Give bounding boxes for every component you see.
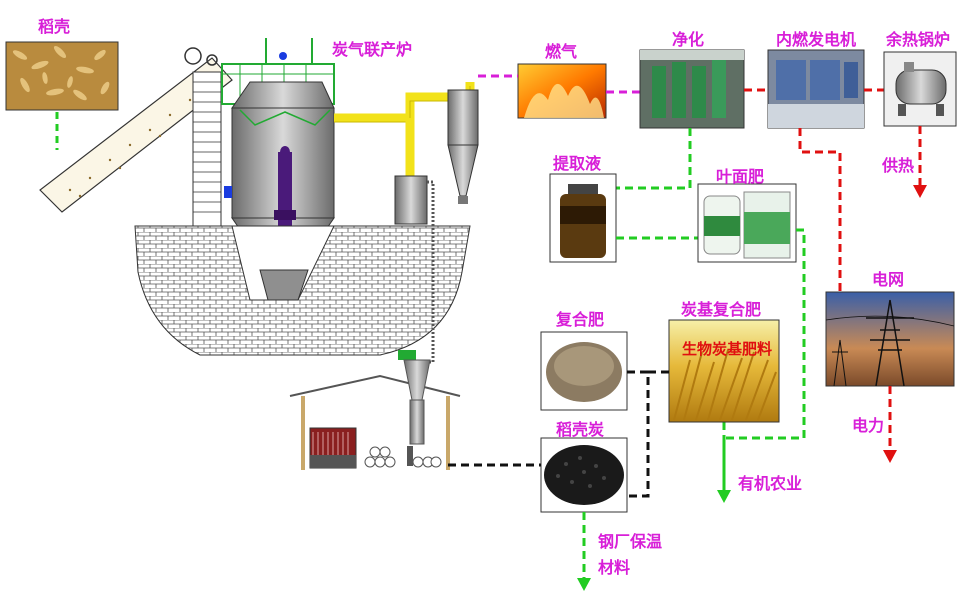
- extract-liquid-photo: [549, 173, 617, 263]
- extract-label: 提取液: [553, 154, 602, 173]
- steel-arrow-head: [577, 578, 591, 591]
- engine-label: 内燃发电机: [776, 30, 857, 49]
- ash-hopper: [259, 269, 309, 301]
- compound-fertilizer-photo: [540, 331, 628, 411]
- husk-char-label: 稻壳炭: [556, 420, 605, 439]
- steel-label-line2: 材料: [598, 558, 631, 577]
- cyclone-separator: [447, 89, 479, 204]
- purify-label: 净化: [672, 30, 705, 49]
- compound-label: 复合肥: [556, 310, 605, 329]
- organic-label: 有机农业: [738, 474, 803, 493]
- engine-to-grid-link: [798, 128, 842, 292]
- char-discharge-pipe: [415, 180, 435, 364]
- cooling-tank: [394, 175, 428, 225]
- furnace-label: 炭气联产炉: [332, 40, 413, 59]
- heat-label: 供热: [882, 156, 915, 175]
- char-storage-shed: [289, 350, 461, 470]
- foliar-fertilizer-photo: [697, 183, 797, 263]
- carbon-banner-text: 生物炭基肥料: [682, 340, 773, 358]
- gas-label: 燃气: [545, 42, 578, 61]
- purification-photo: [639, 49, 745, 129]
- purify-to-extract-link: [612, 128, 692, 190]
- steel-label-line1: 钢厂保温: [598, 532, 663, 551]
- gas-engine-photo: [767, 49, 865, 129]
- power-arrow-head: [883, 450, 897, 463]
- rice-husk-label: 稻壳: [38, 17, 71, 36]
- inclined-conveyor: [39, 47, 233, 213]
- power-label: 电力: [852, 416, 885, 435]
- foliar-label: 叶面肥: [716, 167, 765, 186]
- organic-arrow-head: [717, 490, 731, 503]
- power-grid-photo: [825, 291, 955, 387]
- waste-heat-boiler-photo: [883, 51, 957, 127]
- carbon-compound-fertilizer-photo: [668, 319, 780, 423]
- carbon-compound-label: 炭基复合肥: [681, 300, 762, 319]
- grid-label: 电网: [872, 270, 905, 289]
- rice-husk-photo: [5, 41, 119, 111]
- husk-char-photo: [540, 437, 628, 513]
- bracket-link: [627, 370, 650, 498]
- boiler-label: 余热锅炉: [886, 30, 951, 49]
- gas-flame-photo: [517, 63, 607, 119]
- heat-arrow-head: [913, 185, 927, 198]
